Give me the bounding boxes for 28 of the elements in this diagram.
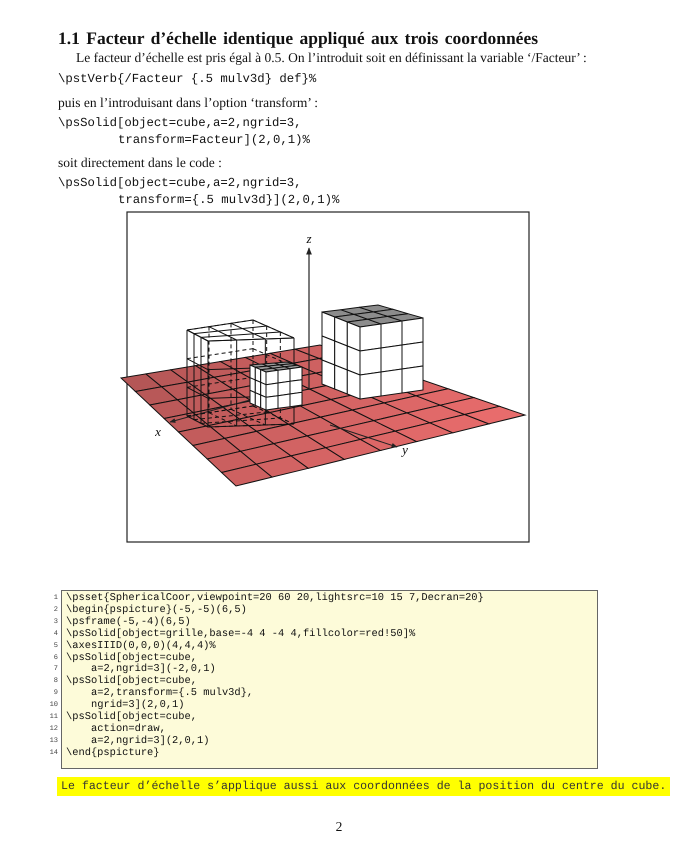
code-line: \axesIIID(0,0,0)(4,4,4)% bbox=[66, 640, 216, 652]
code-line: \pstVerb{/Facteur {.5 mulv3d} def}% bbox=[58, 72, 316, 86]
page-number: 2 bbox=[334, 819, 344, 835]
code-line: \psSolid[object=cube, bbox=[66, 652, 197, 664]
axis-label: x bbox=[155, 424, 161, 439]
code-line: \psframe(-5,-4)(6,5) bbox=[66, 616, 191, 628]
code-line: a=2,transform={.5 mulv3d}, bbox=[91, 687, 254, 700]
code-line: action=draw, bbox=[91, 722, 166, 735]
section-heading: 1.1 Facteur d’échelle identique appliqué aux trois coordonnées bbox=[58, 28, 538, 49]
code-line: a=2,ngrid=3](-2,0,1) bbox=[91, 663, 216, 676]
code-line: ngrid=3](2,0,1) bbox=[91, 699, 185, 712]
code-line: transform={.5 mulv3d}](2,0,1)% bbox=[118, 193, 340, 207]
code-line: \psSolid[object=cube, bbox=[66, 675, 197, 688]
code-line: \psSolid[object=cube,a=2,ngrid=3, bbox=[58, 176, 302, 190]
code-line: \begin{pspicture}(-5,-5)(6,5) bbox=[66, 604, 247, 616]
body-text: soit directement dans le code : bbox=[58, 155, 222, 171]
axis-label: y bbox=[402, 442, 408, 457]
code-line: a=2,ngrid=3](2,0,1) bbox=[91, 734, 210, 747]
code-line: \end{pspicture} bbox=[66, 746, 160, 759]
code-line: \psset{SphericalCoor,viewpoint=20 60 20,lightsrc=10 15 7,Decran=20} bbox=[66, 592, 484, 604]
code-line: \psSolid[object=grille,base=-4 4 -4 4,fillcolor=red!50]% bbox=[66, 628, 416, 640]
axis-label: z bbox=[306, 231, 312, 246]
code-line: \psSolid[object=cube, bbox=[66, 711, 197, 723]
highlighted-note: Le facteur d’échelle s’applique aussi aux coordonnées de la position du centre du cube. bbox=[57, 777, 670, 796]
body-text: Le facteur d’échelle est pris égal à 0.5. On l’introduit soit en définissant la variable ‘/Facteur’ : bbox=[76, 50, 587, 66]
code-line: \psSolid[object=cube,a=2,ngrid=3, bbox=[58, 116, 302, 130]
body-text: puis en l’introduisant dans l’option ‘transform’ : bbox=[58, 95, 318, 111]
code-line: transform=Facteur](2,0,1)% bbox=[118, 133, 310, 147]
